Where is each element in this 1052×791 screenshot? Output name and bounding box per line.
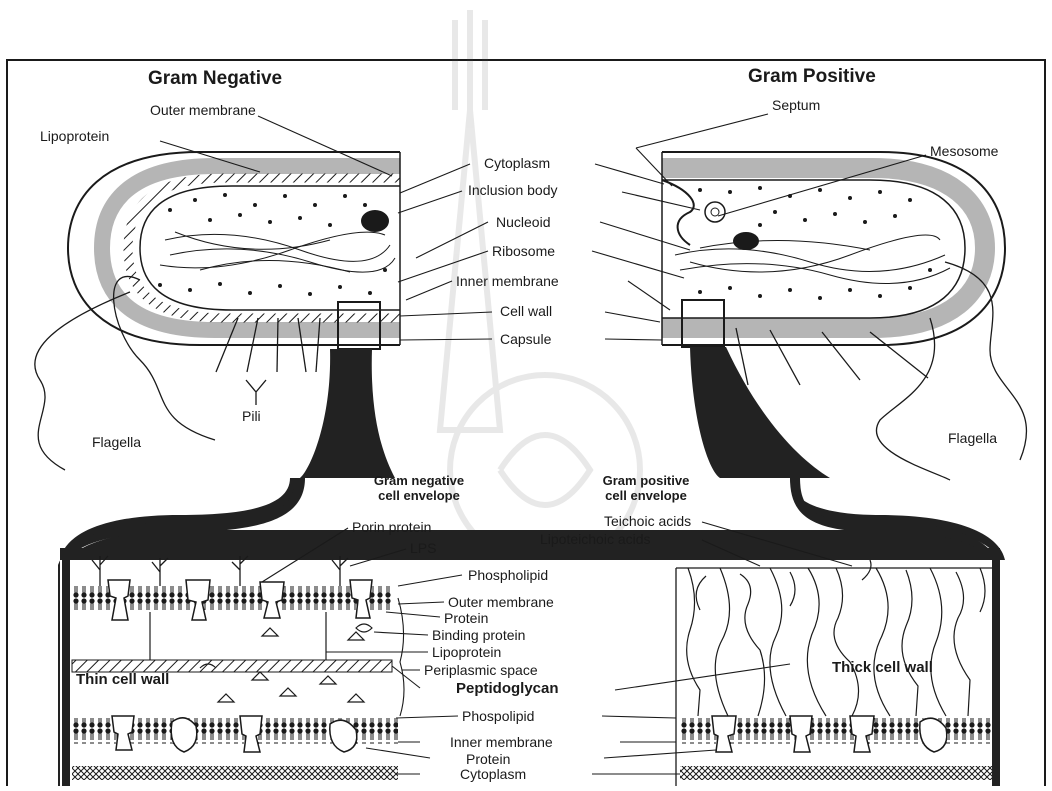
binding-protein-label: Binding protein xyxy=(432,627,525,643)
flagella-right-label: Flagella xyxy=(948,430,997,446)
nucleoid-left xyxy=(160,232,395,272)
zoom-funnel-left xyxy=(300,349,395,478)
gram-negative-title: Gram Negative xyxy=(148,68,282,90)
protein-bottom-label: Protein xyxy=(466,751,510,767)
cytoplasm-hatch-right xyxy=(680,766,992,780)
septum-line xyxy=(662,180,694,245)
capsule-label: Capsule xyxy=(500,331,551,347)
inner-membrane-envelope-label: Inner membrane xyxy=(450,734,553,750)
peptidoglycan-label: Peptidoglycan xyxy=(456,681,559,697)
gram-negative-envelope-line2: cell envelope xyxy=(349,488,489,503)
gram-negative-envelope-title: Gram negative cell envelope xyxy=(349,473,489,503)
outer-membrane-envelope-label: Outer membrane xyxy=(448,594,554,610)
mesosome-label: Mesosome xyxy=(930,143,998,159)
cytoplasm-hatch-left xyxy=(72,766,398,780)
cytoplasm-envelope-label: Cytoplasm xyxy=(460,766,526,782)
mesosome-shape xyxy=(705,202,725,222)
flagella-right xyxy=(876,262,1026,480)
flagella-left-label: Flagella xyxy=(92,434,141,450)
inclusion-body-left xyxy=(361,210,389,232)
protein-top-label: Protein xyxy=(444,610,488,626)
septum-label: Septum xyxy=(772,97,820,113)
nucleoid-label: Nucleoid xyxy=(496,214,550,230)
phospolipid-label: Phospolipid xyxy=(462,708,534,724)
thick-cell-wall-label: Thick cell wall xyxy=(832,660,933,676)
nucleoid-right xyxy=(675,235,950,284)
lps-label: LPS xyxy=(410,540,436,556)
lipoteichoic-acids-label: Lipoteichoic acids xyxy=(540,531,651,547)
lipoprotein-envelope-label: Lipoprotein xyxy=(432,644,501,660)
ribosome-label: Ribosome xyxy=(492,243,555,259)
gram-positive-envelope-title: Gram positive cell envelope xyxy=(576,473,716,503)
gram-positive-envelope-line2: cell envelope xyxy=(576,488,716,503)
periplasmic-space-label: Periplasmic space xyxy=(424,662,538,678)
gram-positive-title: Gram Positive xyxy=(748,66,876,88)
gram-positive-envelope-line1: Gram positive xyxy=(576,473,716,488)
pili-label: Pili xyxy=(242,408,261,424)
gram-negative-envelope-line1: Gram negative xyxy=(349,473,489,488)
cytoplasm-label: Cytoplasm xyxy=(484,155,550,171)
gram-negative-cell xyxy=(35,152,400,478)
thin-cell-wall-label: Thin cell wall xyxy=(76,672,169,688)
lipoprotein-label: Lipoprotein xyxy=(40,128,109,144)
teichoic-acids-label: Teichoic acids xyxy=(604,513,691,529)
ribosomes-left xyxy=(158,193,387,296)
porin-protein-label: Porin protein xyxy=(352,519,431,535)
cell-wall-label: Cell wall xyxy=(500,303,552,319)
outer-membrane-label: Outer membrane xyxy=(150,102,256,118)
inclusion-body-label: Inclusion body xyxy=(468,182,558,198)
phospholipid-label: Phospholipid xyxy=(468,567,548,583)
inner-membrane-label: Inner membrane xyxy=(456,273,559,289)
zoom-funnel-right xyxy=(690,347,830,478)
